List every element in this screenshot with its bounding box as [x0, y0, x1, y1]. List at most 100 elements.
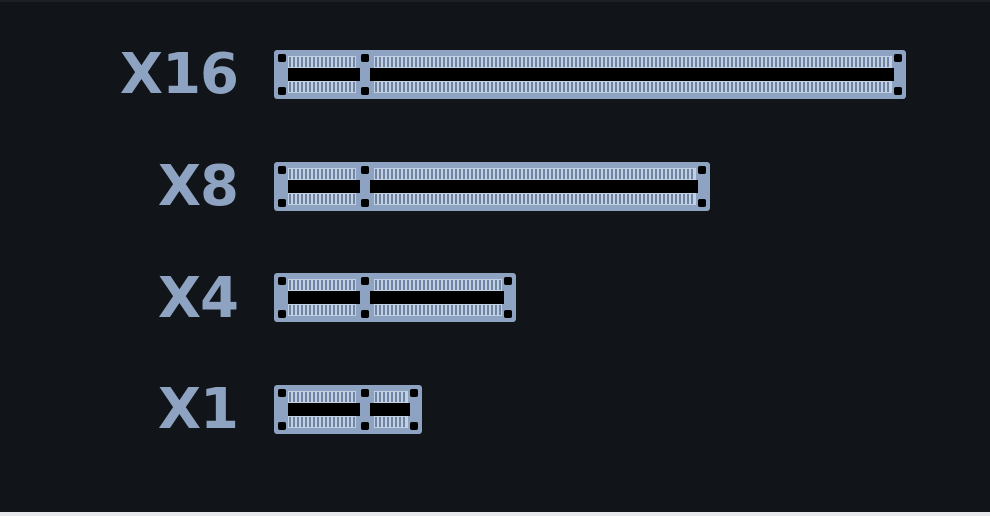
pin — [519, 194, 521, 204]
pin — [329, 82, 331, 92]
pin — [321, 305, 323, 315]
pin — [527, 169, 529, 179]
pin — [539, 82, 541, 92]
pin — [471, 305, 473, 315]
pin — [313, 169, 315, 179]
pin — [289, 305, 291, 315]
pin — [815, 82, 817, 92]
pin — [671, 169, 673, 179]
pin — [851, 57, 853, 67]
pin — [519, 82, 521, 92]
pin — [313, 305, 315, 315]
mount-hole — [278, 166, 286, 174]
pin — [687, 82, 689, 92]
mount-hole — [361, 87, 369, 95]
pin — [511, 57, 513, 67]
pin — [775, 82, 777, 92]
pin — [603, 194, 605, 204]
pin — [655, 57, 657, 67]
pin — [627, 82, 629, 92]
pin — [499, 169, 501, 179]
mount-hole — [698, 199, 706, 207]
pin — [459, 280, 461, 290]
pin — [663, 82, 665, 92]
mount-hole — [361, 166, 369, 174]
pin — [575, 194, 577, 204]
pin — [333, 417, 335, 427]
pin — [555, 169, 557, 179]
pin — [823, 57, 825, 67]
pin — [623, 57, 625, 67]
pin — [333, 169, 335, 179]
pin — [313, 82, 315, 92]
pin — [887, 82, 889, 92]
pin — [647, 194, 649, 204]
pin — [555, 57, 557, 67]
pin — [831, 57, 833, 67]
pin — [305, 82, 307, 92]
pin — [383, 392, 385, 402]
pin — [663, 57, 665, 67]
pin — [447, 169, 449, 179]
pin — [547, 169, 549, 179]
pin — [531, 82, 533, 92]
pin — [349, 82, 351, 92]
pin — [317, 392, 319, 402]
pin — [333, 194, 335, 204]
pin — [317, 417, 319, 427]
pin — [321, 169, 323, 179]
pin — [871, 57, 873, 67]
pin — [787, 57, 789, 67]
pin — [855, 82, 857, 92]
pin — [839, 57, 841, 67]
pin — [759, 82, 761, 92]
pin — [379, 280, 381, 290]
pin — [395, 280, 397, 290]
pin — [447, 57, 449, 67]
pin — [643, 194, 645, 204]
pin — [349, 305, 351, 315]
pin — [383, 417, 385, 427]
pin — [423, 305, 425, 315]
pin — [567, 194, 569, 204]
pin — [787, 82, 789, 92]
pin — [827, 82, 829, 92]
pin — [583, 82, 585, 92]
pin — [301, 392, 303, 402]
pin — [337, 392, 339, 402]
pin — [747, 82, 749, 92]
pin — [333, 82, 335, 92]
pin — [349, 57, 351, 67]
pin — [395, 417, 397, 427]
pin — [309, 82, 311, 92]
pin — [483, 280, 485, 290]
mount-hole — [278, 310, 286, 318]
pin — [607, 57, 609, 67]
pin — [325, 392, 327, 402]
pin — [511, 194, 513, 204]
pin — [451, 82, 453, 92]
pin — [679, 194, 681, 204]
pin — [751, 57, 753, 67]
pin — [699, 57, 701, 67]
pin — [879, 82, 881, 92]
pin — [611, 57, 613, 67]
pin — [435, 169, 437, 179]
pin — [543, 82, 545, 92]
pin — [603, 57, 605, 67]
pin — [411, 194, 413, 204]
mount-hole — [698, 166, 706, 174]
pin — [325, 169, 327, 179]
pin — [483, 305, 485, 315]
pin — [635, 169, 637, 179]
pin — [595, 169, 597, 179]
pin — [707, 57, 709, 67]
mount-hole — [410, 422, 418, 430]
pin — [491, 305, 493, 315]
pin — [707, 82, 709, 92]
pin — [579, 57, 581, 67]
pin — [843, 82, 845, 92]
pin — [379, 392, 381, 402]
pin — [563, 57, 565, 67]
